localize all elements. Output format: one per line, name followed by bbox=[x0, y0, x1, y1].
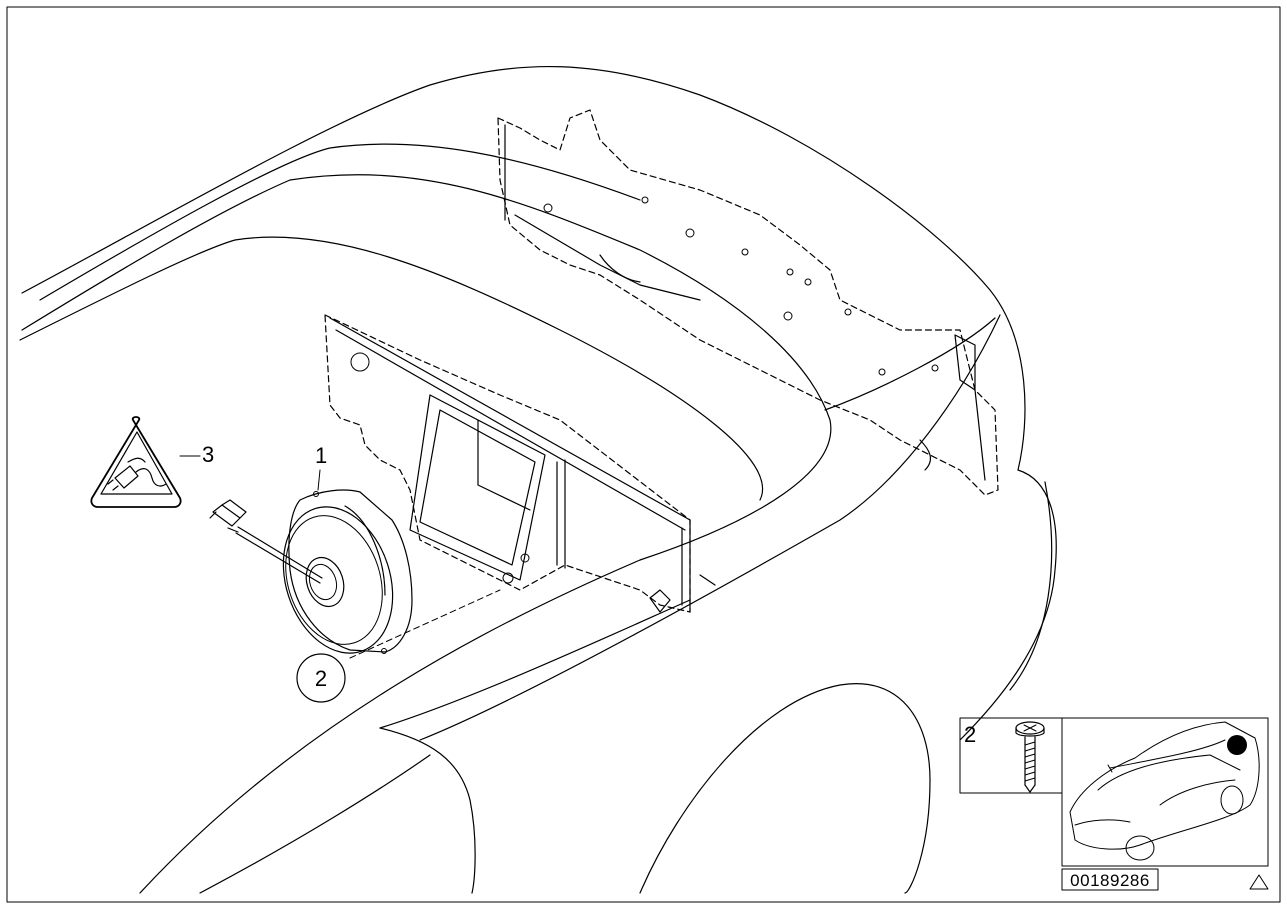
car-location-box bbox=[1061, 717, 1269, 867]
speaker-leader-line bbox=[317, 469, 321, 491]
speaker-cable bbox=[209, 499, 323, 584]
plug-warning-triangle-icon bbox=[90, 416, 182, 508]
reference-number: 00189286 bbox=[1070, 871, 1150, 890]
detail-screw-number: 2 bbox=[964, 722, 976, 747]
reference-number-box bbox=[1061, 868, 1159, 891]
screw-leader-line bbox=[349, 589, 501, 659]
screw-callout-circle bbox=[296, 653, 346, 703]
corner-triangle-icon bbox=[1249, 874, 1269, 890]
diagram-border bbox=[6, 6, 1281, 903]
location-marker-dot bbox=[1227, 735, 1247, 755]
rear-parcel-shelf bbox=[497, 109, 999, 496]
screw-detail-box: 2 bbox=[959, 717, 1063, 794]
speaker bbox=[282, 489, 413, 654]
speaker-mounting-panel bbox=[324, 314, 716, 613]
screw-callout-label: 2 bbox=[315, 666, 327, 691]
car-body-outline bbox=[19, 65, 1057, 894]
car-thumbnail bbox=[1069, 721, 1260, 861]
speaker-callout-label: 1 bbox=[315, 443, 327, 468]
screw-icon bbox=[1015, 721, 1045, 793]
connector-callout-label: 3 bbox=[202, 442, 214, 467]
